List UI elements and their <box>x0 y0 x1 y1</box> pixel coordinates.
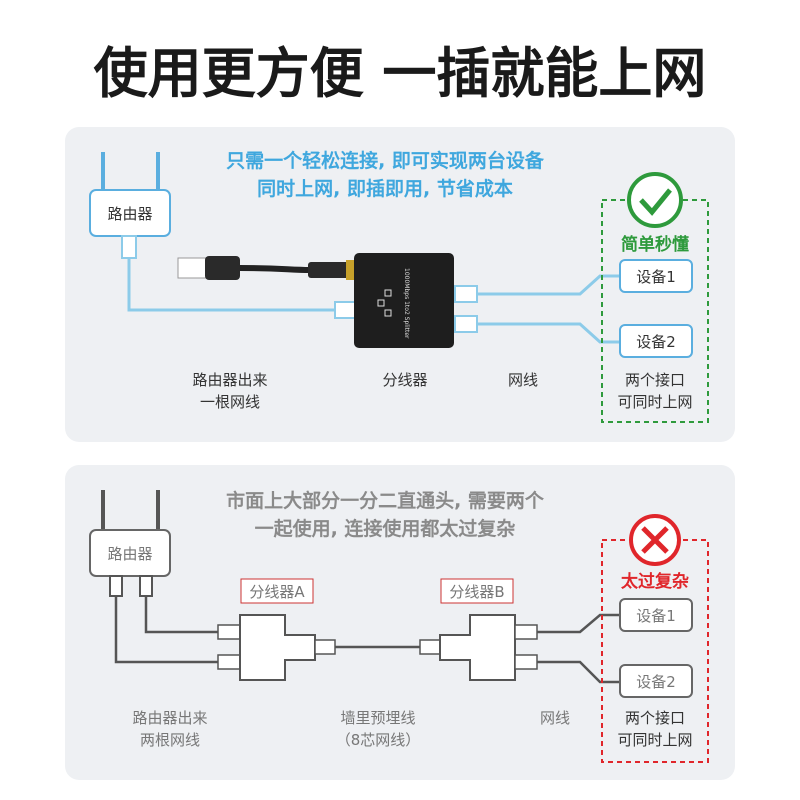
panel-complex: 市面上大部分一分二直通头, 需要两个 一起使用, 连接使用都太过复杂 路由器 分… <box>65 465 735 780</box>
page-title: 使用更方便 一插就能上网 <box>94 42 707 105</box>
caption-ports-2: 可同时上网 <box>617 393 692 411</box>
caption-cable: 网线 <box>508 371 538 389</box>
panel-complex-desc-2: 一起使用, 连接使用都太过复杂 <box>255 517 516 540</box>
caption-router-1: 路由器出来 <box>132 709 207 727</box>
caption-ports-2: 可同时上网 <box>617 731 692 749</box>
router-label: 路由器 <box>107 205 152 223</box>
caption-wall-2: （8芯网线） <box>336 731 421 749</box>
router-icon <box>89 490 171 597</box>
check-icon <box>627 172 683 228</box>
device-1-label: 设备1 <box>636 268 676 286</box>
splitter-a-label: 分线器A <box>249 583 305 601</box>
caption-splitter: 分线器 <box>382 371 427 389</box>
splitter-b-label: 分线器B <box>449 583 504 601</box>
splitter-device-label: 1000Mbps 1to2 Splitter <box>403 268 410 339</box>
device-2-label: 设备2 <box>636 673 676 691</box>
cross-icon <box>629 514 681 566</box>
router-icon <box>89 152 171 259</box>
panel-simple-desc-2: 同时上网, 即插即用, 节省成本 <box>257 177 513 200</box>
caption-wall-1: 墙里预埋线 <box>340 709 415 727</box>
panel-simple-desc-1: 只需一个轻松连接, 即可实现两台设备 <box>226 149 545 172</box>
splitter-a <box>217 614 336 681</box>
caption-ports-1: 两个接口 <box>625 371 685 389</box>
router-label: 路由器 <box>107 545 152 563</box>
device-1-label: 设备1 <box>636 607 676 625</box>
panel-complex-desc-1: 市面上大部分一分二直通头, 需要两个 <box>226 489 545 512</box>
caption-ports-1: 两个接口 <box>625 709 685 727</box>
good-highlight-box <box>601 199 709 423</box>
complex-badge: 太过复杂 <box>621 571 689 592</box>
splitter-device: 1000Mbps 1to2 Splitter <box>354 253 454 348</box>
caption-router-1: 路由器出来 <box>192 371 267 389</box>
bad-highlight-box <box>601 539 709 763</box>
caption-router-2: 一根网线 <box>200 393 260 411</box>
device-2-label: 设备2 <box>636 333 676 351</box>
caption-cable: 网线 <box>540 709 570 727</box>
simple-badge: 简单秒懂 <box>621 234 689 255</box>
panel-simple: 只需一个轻松连接, 即可实现两台设备 同时上网, 即插即用, 节省成本 路由器 … <box>65 127 735 442</box>
caption-router-2: 两根网线 <box>140 731 200 749</box>
splitter-b <box>419 614 538 681</box>
